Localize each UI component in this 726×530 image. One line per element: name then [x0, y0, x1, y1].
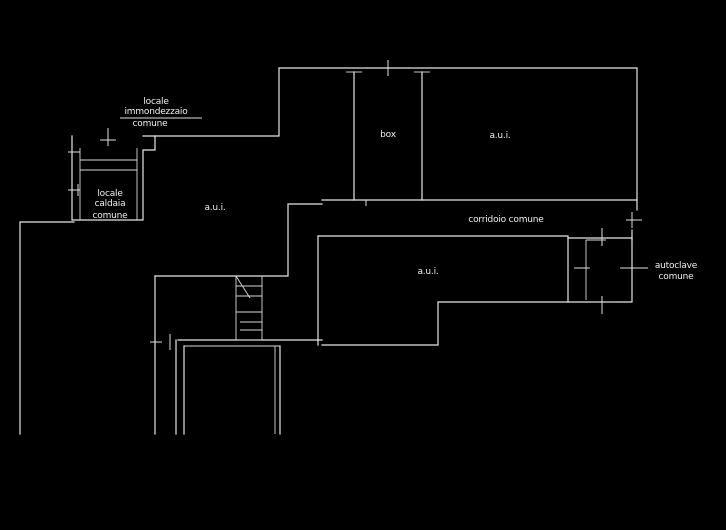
label-locale-immondezzaio-1: locale [143, 97, 169, 107]
marker-ticks [68, 60, 648, 350]
label-locale-caldaia-1: locale [97, 189, 123, 199]
room-labels: locale immondezzaio comune locale caldai… [93, 97, 698, 282]
left-outline [19, 221, 75, 435]
corridor-wall-upper [321, 199, 638, 211]
stair-block-wall [154, 203, 323, 277]
label-locale-immondezzaio-2: immondezzaio [124, 107, 188, 117]
label-autoclave-1: autoclave [655, 261, 698, 271]
label-aui-center: a.u.i. [417, 267, 438, 277]
label-locale-caldaia-2: caldaia [95, 199, 126, 209]
stairs [235, 275, 263, 341]
label-locale-immondezzaio-3: comune [133, 119, 169, 129]
label-locale-caldaia-3: comune [93, 211, 129, 221]
immondezzaio-room-wall [71, 135, 156, 221]
label-box: box [380, 130, 397, 140]
corridor-wall-lower [317, 235, 569, 346]
outer-wall-top [142, 67, 638, 201]
stair-diagonal [235, 275, 251, 299]
stair-outline [235, 276, 263, 341]
label-aui-left: a.u.i. [204, 203, 225, 213]
autoclave-room-wall [567, 237, 633, 303]
label-corridoio-comune: corridoio comune [468, 215, 544, 225]
label-autoclave-2: comune [659, 272, 695, 282]
walls [19, 67, 638, 435]
label-aui-top-right: a.u.i. [489, 131, 510, 141]
